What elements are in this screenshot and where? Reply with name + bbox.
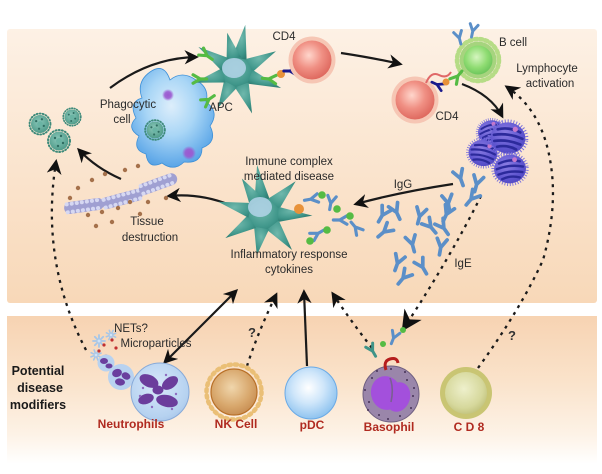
arrow-pdc-to-cytokines <box>297 289 312 367</box>
basophil-label: Basophil <box>364 420 415 434</box>
cd4-upper-label: CD4 <box>272 31 296 43</box>
cd8-cell: C D 8 <box>440 367 492 434</box>
dashed-basophil-to-cytokines <box>331 291 373 349</box>
antigen-dot <box>442 78 450 86</box>
cd4-cell-upper: CD4 <box>272 31 336 84</box>
nk-cell-label: NK Cell <box>215 417 258 431</box>
b-cell-label: B cell <box>499 37 527 49</box>
inflammatory-label-line2: cytokines <box>265 264 313 276</box>
lymphocyte-label-line2: activation <box>526 78 575 90</box>
tissue-label-line1: Tissue <box>130 216 163 228</box>
inflammatory-label-line1: Inflammatory response <box>231 249 348 261</box>
igg-label: IgG <box>394 179 413 191</box>
arrows <box>46 50 555 369</box>
neutrophils-label: Neutrophils <box>98 417 165 431</box>
receptor-squiggle <box>425 71 452 84</box>
cd4-lower-label: CD4 <box>435 111 459 123</box>
lymphocyte-label-line1: Lymphocyte <box>516 63 578 75</box>
receptor-hook <box>383 357 400 371</box>
arrow-bcell-to-plasma <box>461 82 504 119</box>
apc-label: APC <box>209 102 233 114</box>
dashed-nets-to-phagocyte <box>46 159 88 351</box>
antigen-dot <box>294 204 304 214</box>
arrow-cd4-to-cd4 <box>340 51 403 69</box>
dashed-cd8-to-activation <box>477 85 555 369</box>
question-mark-right: ? <box>508 328 516 343</box>
immune-complex-label-line1: Immune complex <box>245 156 333 168</box>
arrow-phagocyte-to-apc <box>109 50 199 89</box>
immune-complex-label-line2: mediated disease <box>244 171 334 183</box>
cd4-cell-lower: CD4 <box>391 71 459 124</box>
nk-cell: NK Cell <box>204 362 264 431</box>
arrow-tissue-to-phagocyte <box>77 147 122 181</box>
phagocytic-label-line2: cell <box>113 114 130 126</box>
b-cell: B cell <box>448 22 527 86</box>
arrow-neutrophil-cytokines <box>162 288 239 365</box>
phagocytic-label-line1: Phagocytic <box>100 99 157 111</box>
apc-cell: APC <box>190 18 299 118</box>
modifiers-heading-line2: disease <box>17 381 63 395</box>
cd8-label: C D 8 <box>454 420 485 434</box>
dashed-ige-to-basophil <box>401 195 483 332</box>
ige-label: IgE <box>454 258 472 270</box>
arrow-igg-to-complex <box>353 182 454 208</box>
nets-microparticles: NETs? Microparticles <box>88 323 192 390</box>
neutrophil-cell: Neutrophils <box>98 362 190 431</box>
modifiers-heading-line3: modifiers <box>10 398 66 412</box>
question-mark-left: ? <box>248 325 256 340</box>
phagocytic-cell: Phagocytic cell <box>28 68 215 168</box>
basophil-cell: Basophil <box>362 327 420 434</box>
complex-linker-dots <box>306 191 354 245</box>
nets-label-line2: Microparticles <box>121 338 192 350</box>
tissue-destruction: Tissue destruction <box>64 159 178 244</box>
pdc-label: pDC <box>300 418 325 432</box>
tissue-label-line2: destruction <box>122 232 178 244</box>
nets-label-line1: NETs? <box>114 323 148 335</box>
immune-complex-cell: Immune complex mediated disease Inflamma… <box>213 156 365 276</box>
pdc-cell: pDC <box>284 366 338 432</box>
modifiers-heading-line1: Potential <box>12 364 65 378</box>
